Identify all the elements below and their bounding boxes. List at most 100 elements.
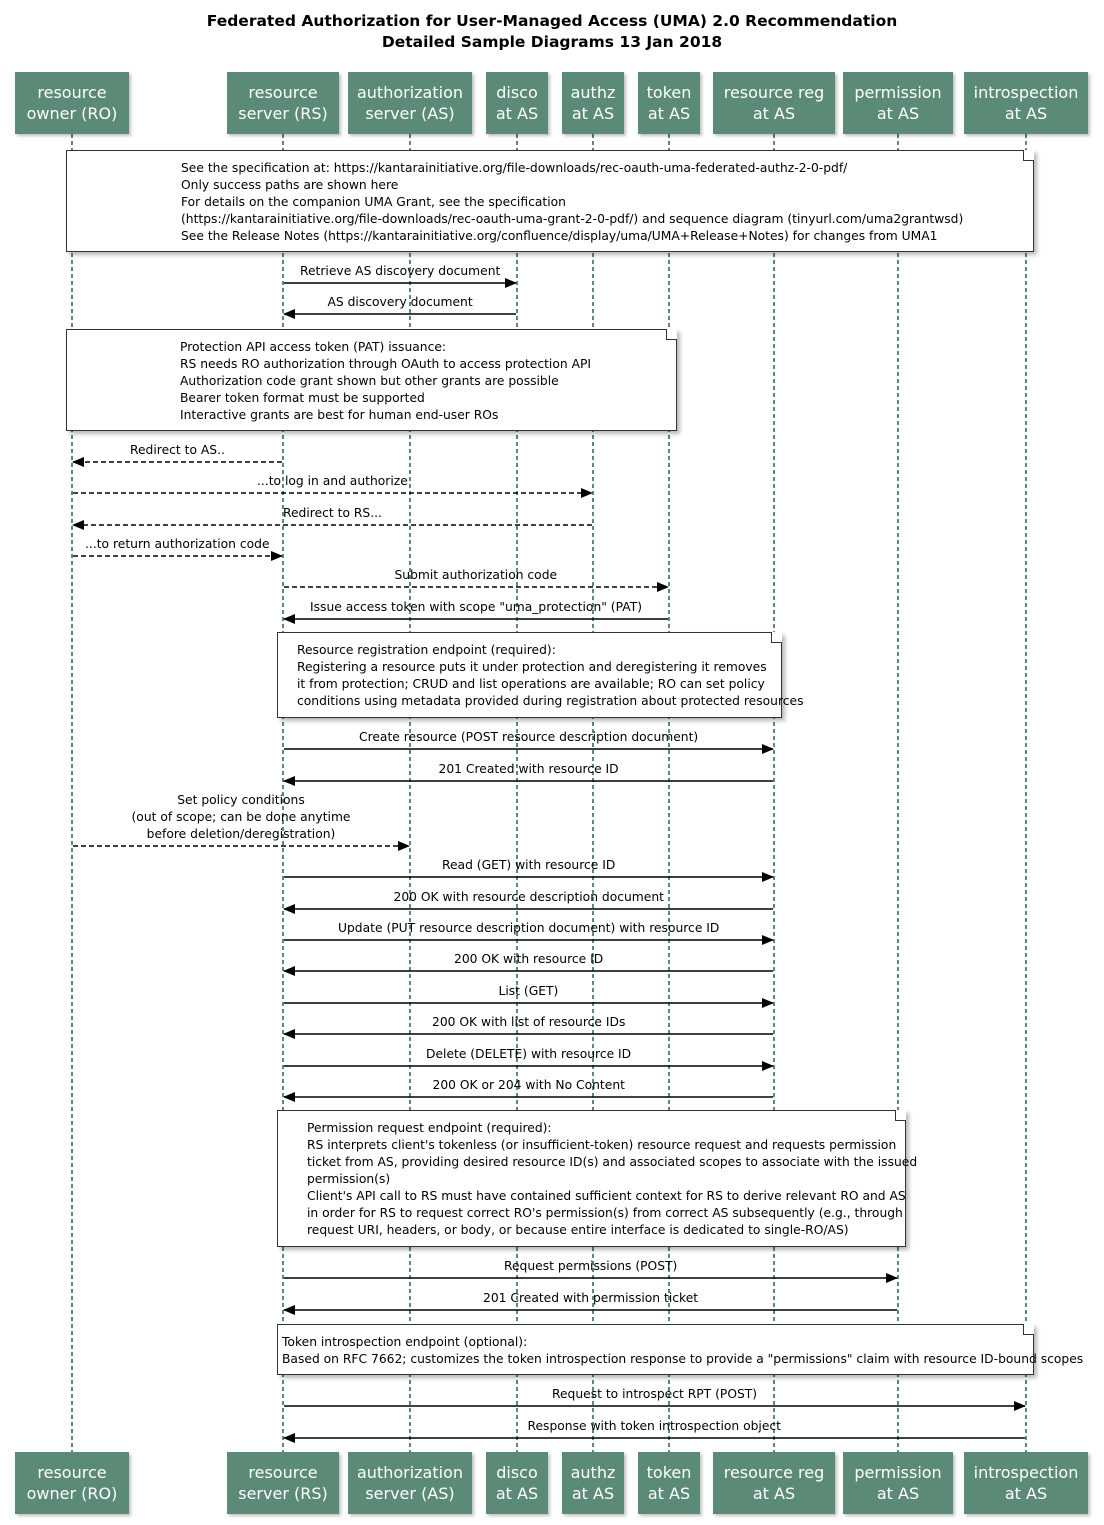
participant-label-line: at AS bbox=[876, 1484, 920, 1503]
note-text-line: Resource registration endpoint (required… bbox=[297, 643, 556, 657]
note-text-line: it from protection; CRUD and list operat… bbox=[297, 677, 765, 691]
message-label: Response with token introspection object bbox=[528, 1418, 782, 1435]
participant-label-line: token bbox=[646, 1463, 692, 1482]
participant-as-top: authorization server (AS) bbox=[348, 72, 472, 134]
participant-label-line: owner (RO) bbox=[26, 104, 118, 123]
participant-label-line: at AS bbox=[571, 1484, 615, 1503]
participant-label-line: disco bbox=[496, 83, 538, 102]
participant-label-line: permission bbox=[854, 1463, 942, 1482]
note-text-line: Protection API access token (PAT) issuan… bbox=[180, 340, 447, 354]
note-text-line: Interactive grants are best for human en… bbox=[180, 408, 499, 422]
message-label: Request to introspect RPT (POST) bbox=[552, 1386, 757, 1403]
message-label-line: 200 OK or 204 with No Content bbox=[432, 1078, 625, 1092]
diagram-title: Federated Authorization for User-Managed… bbox=[0, 11, 1104, 53]
message-label: ...to return authorization code bbox=[85, 536, 270, 553]
message-label-line: 201 Created with permission ticket bbox=[483, 1291, 699, 1305]
participant-label-line: at AS bbox=[495, 1484, 539, 1503]
message-label-line: Redirect to AS.. bbox=[130, 443, 225, 457]
message-label-line: 200 OK with resource ID bbox=[454, 952, 604, 966]
participant-label-line: introspection bbox=[973, 1463, 1079, 1482]
participant-authz-bottom: authz at AS bbox=[562, 1452, 624, 1514]
participant-label-line: at AS bbox=[647, 104, 691, 123]
note-box: Token introspection endpoint (optional):… bbox=[277, 1324, 1084, 1375]
participant-token-bottom: token at AS bbox=[638, 1452, 700, 1514]
note-box: Resource registration endpoint (required… bbox=[277, 632, 804, 718]
participant-perm-bottom: permission at AS bbox=[843, 1452, 953, 1514]
message-label-line: Request permissions (POST) bbox=[504, 1259, 678, 1273]
participant-token-top: token at AS bbox=[638, 72, 700, 134]
participant-label-line: authz bbox=[570, 83, 616, 102]
note-text-line: Based on RFC 7662; customizes the token … bbox=[282, 1352, 1084, 1366]
participant-label-line: owner (RO) bbox=[26, 1484, 118, 1503]
participant-label-line: at AS bbox=[647, 1484, 691, 1503]
message-label-line: Create resource (POST resource descripti… bbox=[359, 730, 699, 744]
message-label: Read (GET) with resource ID bbox=[442, 857, 615, 874]
participant-label-line: permission bbox=[854, 83, 942, 102]
message-label: 200 OK with list of resource IDs bbox=[432, 1014, 625, 1031]
participant-label-line: at AS bbox=[876, 104, 920, 123]
note-text-line: Bearer token format must be supported bbox=[180, 391, 425, 405]
message-label-line: Request to introspect RPT (POST) bbox=[552, 1387, 758, 1401]
message-label: Retrieve AS discovery document bbox=[300, 263, 500, 280]
note-text-line: See the Release Notes (https://kantarain… bbox=[181, 229, 938, 243]
message-label: Request permissions (POST) bbox=[504, 1258, 677, 1275]
participant-label-line: resource reg bbox=[723, 1463, 825, 1482]
message-label: Set policy conditions(out of scope; can … bbox=[132, 792, 351, 843]
participant-label-line: authorization bbox=[356, 1463, 464, 1482]
message-label-line: (out of scope; can be done anytime bbox=[131, 810, 351, 824]
participant-ro-bottom: resource owner (RO) bbox=[15, 1452, 129, 1514]
participant-label-line: resource reg bbox=[723, 83, 825, 102]
participant-label-line: authorization bbox=[356, 83, 464, 102]
message-label-line: List (GET) bbox=[498, 984, 559, 998]
participant-label-line: resource bbox=[248, 1463, 318, 1482]
note-text-line: ticket from AS, providing desired resour… bbox=[307, 1155, 918, 1169]
note-text-line: Token introspection endpoint (optional): bbox=[282, 1335, 528, 1349]
participant-perm-top: permission at AS bbox=[843, 72, 953, 134]
participant-label-line: authz bbox=[570, 1463, 616, 1482]
note-box: Protection API access token (PAT) issuan… bbox=[66, 329, 677, 431]
message-label-line: ...to return authorization code bbox=[85, 537, 270, 551]
participant-rs-top: resource server (RS) bbox=[227, 72, 339, 134]
note-text-line: request URI, headers, or body, or becaus… bbox=[307, 1223, 849, 1237]
participant-authz-top: authz at AS bbox=[562, 72, 624, 134]
message-label-line: AS discovery document bbox=[327, 295, 473, 309]
note-text-line: See the specification at: https://kantar… bbox=[181, 161, 848, 175]
message-label-line: Read (GET) with resource ID bbox=[442, 858, 616, 872]
note-text-line: Permission request endpoint (required): bbox=[307, 1121, 552, 1135]
participant-label-line: resource bbox=[248, 83, 318, 102]
note-text-line: permission(s) bbox=[307, 1172, 391, 1186]
message-label: Update (PUT resource description documen… bbox=[338, 920, 719, 937]
participant-label-line: server (AS) bbox=[365, 104, 455, 123]
message-label: Delete (DELETE) with resource ID bbox=[426, 1046, 631, 1063]
message-label: 200 OK or 204 with No Content bbox=[433, 1077, 625, 1094]
note-text-line: Registering a resource puts it under pro… bbox=[297, 660, 767, 674]
message-label: ...to log in and authorize bbox=[257, 473, 408, 490]
message-label-line: Retrieve AS discovery document bbox=[300, 264, 501, 278]
participant-label-line: token bbox=[646, 83, 692, 102]
title-line-1: Federated Authorization for User-Managed… bbox=[206, 12, 898, 30]
participant-label-line: server (RS) bbox=[238, 104, 328, 123]
message-label-line: Redirect to RS... bbox=[283, 506, 382, 520]
message-label: 201 Created with resource ID bbox=[439, 761, 619, 778]
message-label-line: ...to log in and authorize bbox=[257, 474, 408, 488]
note-text-line: conditions using metadata provided durin… bbox=[297, 694, 804, 708]
message-label: Redirect to AS.. bbox=[130, 442, 225, 459]
participant-label-line: at AS bbox=[571, 104, 615, 123]
message-label: Issue access token with scope "uma_prote… bbox=[310, 599, 642, 616]
message-label: Submit authorization code bbox=[395, 567, 558, 584]
message-label-line: Update (PUT resource description documen… bbox=[338, 921, 720, 935]
message-label-line: Submit authorization code bbox=[394, 568, 558, 582]
participant-label-line: resource bbox=[37, 1463, 107, 1482]
note-text-line: Authorization code grant shown but other… bbox=[180, 374, 559, 388]
note-text-line: (https://kantarainitiative.org/file-down… bbox=[181, 212, 964, 226]
message-label: Redirect to RS... bbox=[283, 505, 382, 522]
note-text-line: in order for RS to request correct RO's … bbox=[307, 1206, 903, 1220]
message-label: AS discovery document bbox=[328, 294, 473, 311]
